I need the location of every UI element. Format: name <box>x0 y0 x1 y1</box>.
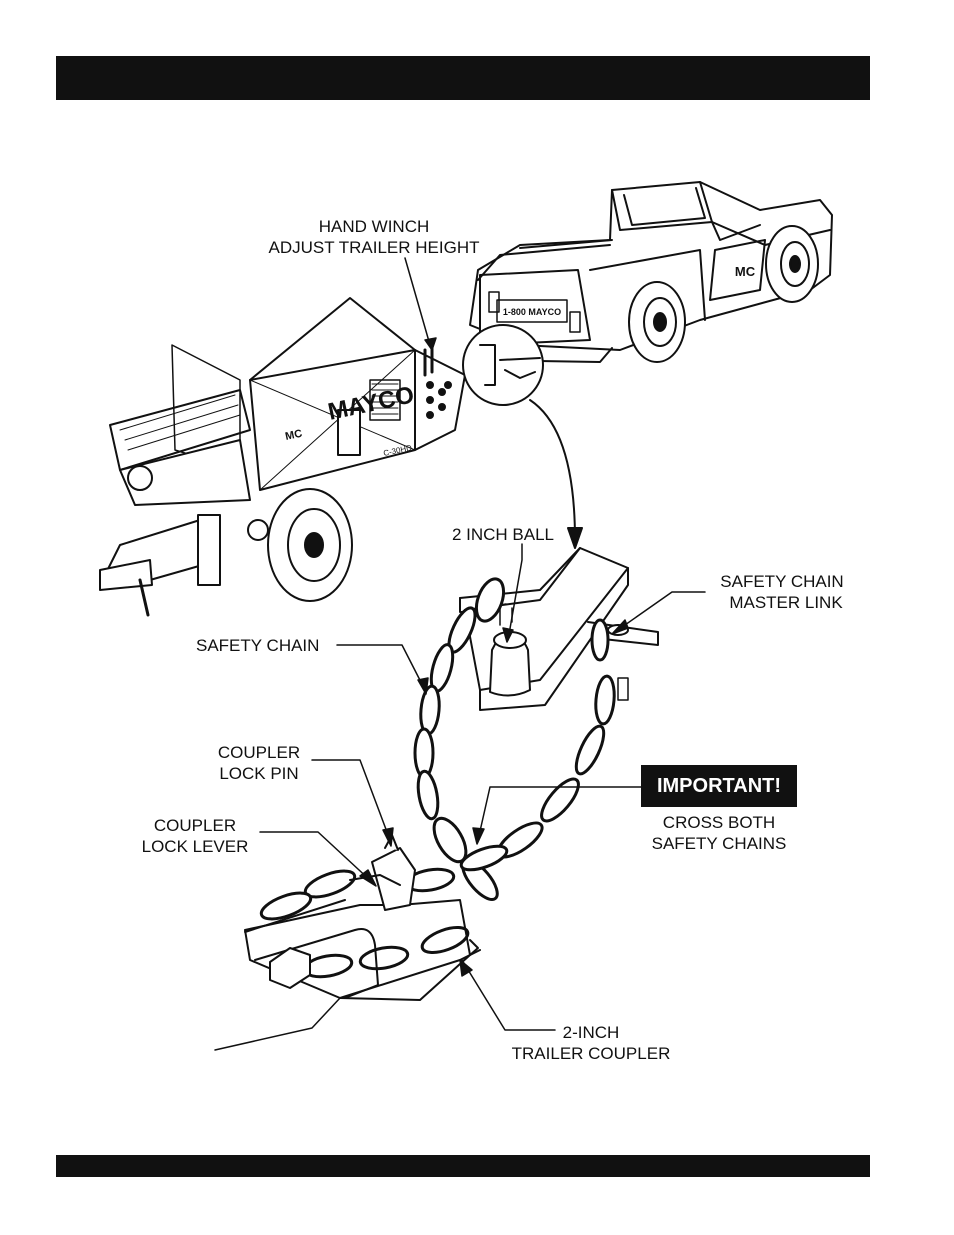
safety-chain-label: SAFETY CHAIN <box>196 635 319 656</box>
important-badge: IMPORTANT! <box>641 765 797 807</box>
coupler-ball-drawing <box>460 548 658 710</box>
hand-winch-label-line2: ADJUST TRAILER HEIGHT <box>256 237 492 258</box>
cross-chains-label: CROSS BOTH SAFETY CHAINS <box>638 812 800 854</box>
hand-winch-label-line1: HAND WINCH <box>256 216 492 237</box>
master-link-label-line2: MASTER LINK <box>704 592 860 613</box>
cross-chains-label-line1: CROSS BOTH <box>638 812 800 833</box>
hand-winch-label: HAND WINCH ADJUST TRAILER HEIGHT <box>256 216 492 258</box>
hitch-detail-circle <box>463 325 543 405</box>
lock-lever-label-line1: COUPLER <box>132 815 258 836</box>
detail-arrow <box>530 400 575 540</box>
lock-lever-label-line2: LOCK LEVER <box>132 836 258 857</box>
ball-label: 2 INCH BALL <box>444 524 562 545</box>
trailer-coupler-label-line2: TRAILER COUPLER <box>498 1043 684 1064</box>
master-link-label: SAFETY CHAIN MASTER LINK <box>704 571 860 613</box>
lock-pin-label-line1: COUPLER <box>206 742 312 763</box>
lock-pin-label: COUPLER LOCK PIN <box>206 742 312 784</box>
cross-chains-label-line2: SAFETY CHAINS <box>638 833 800 854</box>
trailer-pump-drawing: MAYCO MC C-30HD <box>100 298 465 615</box>
lock-lever-label: COUPLER LOCK LEVER <box>132 815 258 857</box>
lock-pin-label-line2: LOCK PIN <box>206 763 312 784</box>
master-link-label-line1: SAFETY CHAIN <box>704 571 860 592</box>
truck-door-logo: MC <box>735 264 756 279</box>
trailer-coupler-label-line1: 2-INCH <box>498 1022 684 1043</box>
trailer-coupler-label: 2-INCH TRAILER COUPLER <box>498 1022 684 1064</box>
license-plate: 1-800 MAYCO <box>503 307 561 317</box>
